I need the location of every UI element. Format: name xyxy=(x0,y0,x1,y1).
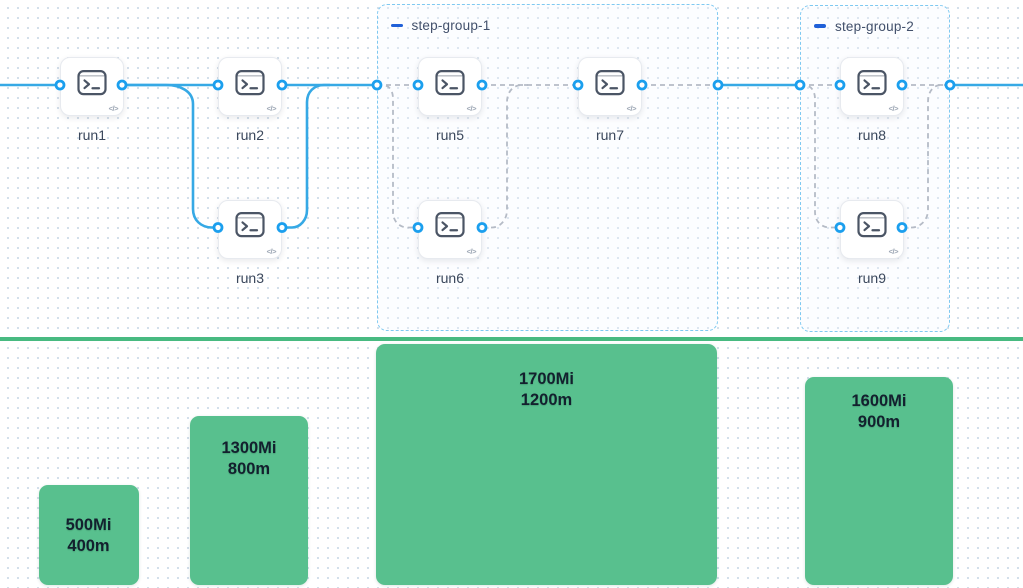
node-label: run1 xyxy=(77,127,107,143)
node-label: run5 xyxy=(435,127,465,143)
resource-bar-label: 1300Mi 800m xyxy=(190,438,308,480)
code-badge-icon: </> xyxy=(626,104,637,113)
resource-bar-label: 500Mi 400m xyxy=(39,515,139,557)
terminal-icon xyxy=(77,69,107,100)
terminal-icon xyxy=(435,69,465,100)
node-run1[interactable]: </> run1 xyxy=(60,57,124,143)
terminal-icon xyxy=(857,212,887,238)
collapse-dash-icon[interactable] xyxy=(814,24,826,28)
cpu-value: 400m xyxy=(67,537,110,555)
edge-solid xyxy=(122,83,218,229)
workflow-canvas[interactable]: step-group-1 step-group-2 </> run1 </> run2… xyxy=(0,0,1023,340)
memory-value: 1300Mi xyxy=(221,439,277,457)
node-run9[interactable]: </> run9 xyxy=(840,199,904,286)
resource-bar-label: 1600Mi 900m xyxy=(805,391,953,433)
terminal-icon xyxy=(435,69,465,95)
cpu-value: 1200m xyxy=(520,390,573,409)
code-badge-icon: </> xyxy=(466,246,477,256)
terminal-icon xyxy=(235,69,265,95)
cpu-value: 900m xyxy=(857,413,901,431)
resource-bar: 1700Mi 1200m xyxy=(376,343,717,585)
terminal-icon xyxy=(235,69,265,100)
node-run2[interactable]: </> run2 xyxy=(218,57,282,143)
code-badge-icon: </> xyxy=(108,104,119,113)
node-run5[interactable]: </> run5 xyxy=(418,57,482,143)
resource-bar: 500Mi 400m xyxy=(38,485,139,585)
code-badge-icon: </> xyxy=(888,104,899,113)
node-label: run7 xyxy=(595,127,625,143)
node-run6[interactable]: </> run6 xyxy=(418,199,482,286)
node-run8[interactable]: </> run8 xyxy=(840,57,904,143)
resource-bar: 1300Mi 800m xyxy=(190,416,308,585)
resource-bar-chart: 500Mi 400m 1300Mi 800m 1700Mi 1200m 1600Mi 900m xyxy=(0,340,1023,588)
terminal-icon xyxy=(857,69,887,95)
edge-solid xyxy=(282,83,330,229)
node-run3[interactable]: </> run3 xyxy=(218,199,282,286)
resource-bar: 1600Mi 900m xyxy=(805,377,953,585)
memory-value: 1700Mi xyxy=(518,369,575,388)
code-badge-icon: </> xyxy=(266,104,277,113)
node-label: run6 xyxy=(435,269,465,286)
node-label: run8 xyxy=(857,127,887,143)
memory-value: 1600Mi xyxy=(851,392,907,410)
terminal-icon xyxy=(435,212,465,243)
terminal-icon xyxy=(857,69,887,100)
group-label: step-group-1 xyxy=(390,18,491,33)
terminal-icon xyxy=(595,69,625,100)
code-badge-icon: </> xyxy=(888,246,899,256)
group-title: step-group-1 xyxy=(411,18,491,33)
terminal-icon xyxy=(235,212,265,243)
group-title: step-group-2 xyxy=(835,18,914,34)
code-badge-icon: </> xyxy=(466,104,477,113)
node-run7[interactable]: </> run7 xyxy=(578,57,642,143)
memory-value: 500Mi xyxy=(65,516,112,534)
terminal-icon xyxy=(595,69,625,95)
terminal-icon xyxy=(77,69,107,95)
terminal-icon xyxy=(857,212,887,243)
node-label: run3 xyxy=(235,269,265,286)
resource-baseline xyxy=(0,336,1023,341)
terminal-icon xyxy=(435,212,465,238)
terminal-icon xyxy=(235,212,265,238)
cpu-value: 800m xyxy=(227,460,271,478)
code-badge-icon: </> xyxy=(266,246,277,256)
node-label: run2 xyxy=(235,127,265,143)
collapse-dash-icon[interactable] xyxy=(390,23,403,28)
node-label: run9 xyxy=(857,269,887,286)
resource-bar-label: 1700Mi 1200m xyxy=(376,369,717,411)
group-label: step-group-2 xyxy=(814,19,914,34)
